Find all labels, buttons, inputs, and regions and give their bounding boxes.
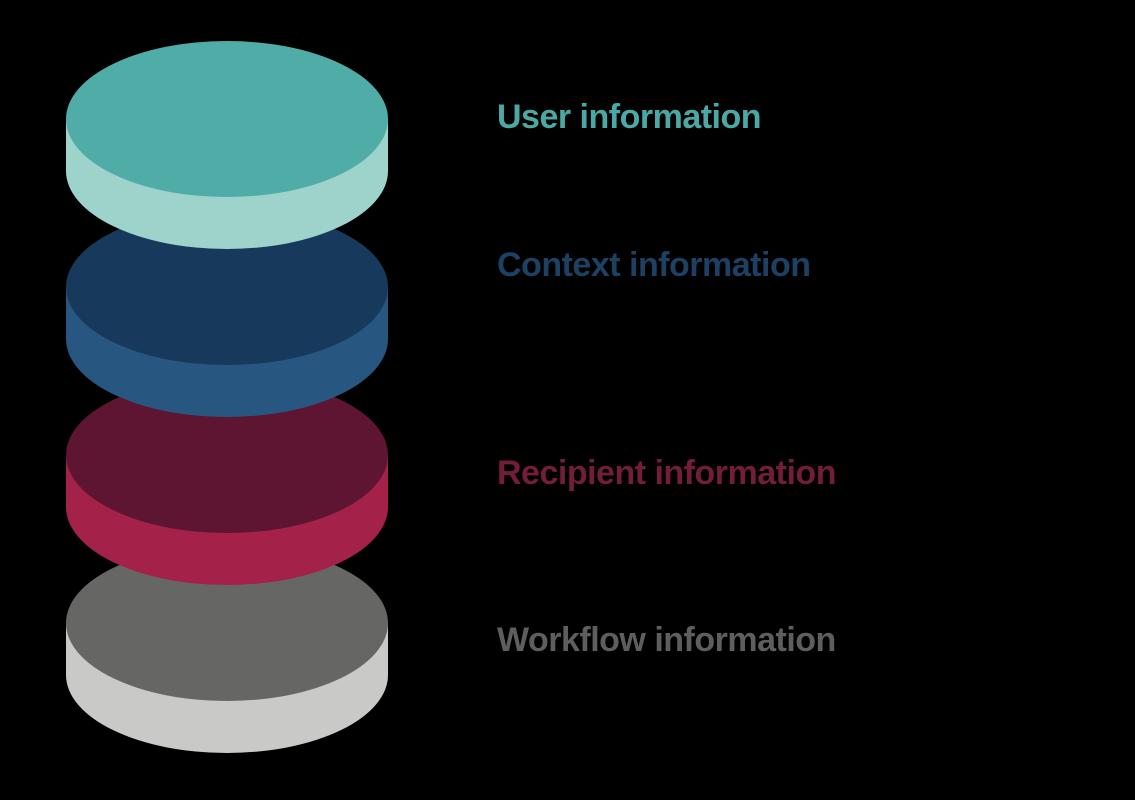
disc-1-top-ellipse	[66, 41, 388, 197]
layer-2-label-context-information: Context information	[497, 246, 811, 284]
layer-1-label-user-information: User information	[497, 98, 762, 136]
layer-4-label-workflow-information: Workflow information	[497, 621, 836, 659]
layer-3-label-recipient-information: Recipient information	[497, 454, 836, 492]
